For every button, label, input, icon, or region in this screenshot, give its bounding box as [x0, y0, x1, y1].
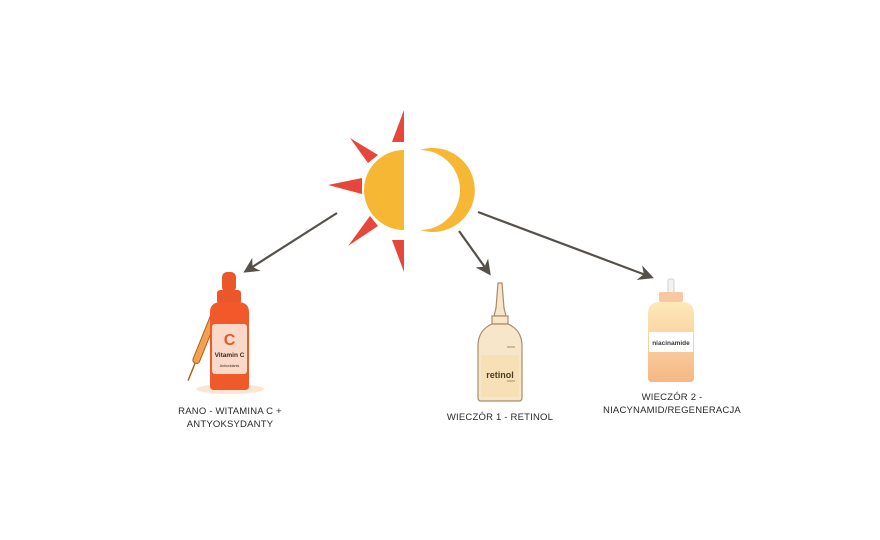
niacinamide-bottle-label: niacinamide [652, 340, 690, 347]
sun-half-icon [328, 110, 404, 272]
arrow-to-niacinamide [477, 210, 654, 280]
retinol-bottle-label: retinol [486, 370, 514, 380]
arrow-to-vitamin-c [243, 212, 338, 273]
vitamin-c-bottle-letter: C [224, 332, 236, 349]
arrow-to-retinol [458, 230, 491, 276]
moon-half-icon [420, 148, 475, 232]
caption-niacinamide-line-2: NIACYNAMID/REGENERACJA [603, 405, 741, 416]
vitamin-c-serum-bottle-icon: C Vitamin C Antioxidants [187, 272, 264, 394]
niacinamide-bottle-icon: niacinamide [648, 278, 694, 382]
caption-vitamin-c-line-1: RANO - WITAMINA C + [178, 406, 282, 417]
caption-niacinamide: WIECZÓR 2 - NIACYNAMID/REGENERACJA [592, 391, 752, 417]
caption-vitamin-c-line-2: ANTYOKSYDANTY [186, 419, 274, 430]
sun-moon-icon [328, 110, 475, 272]
vitamin-c-bottle-label: Vitamin C [215, 352, 245, 359]
caption-niacinamide-line-1: WIECZÓR 2 - [641, 392, 703, 403]
retinol-bottle-icon: retinol [477, 282, 523, 402]
caption-retinol-line-1: WIECZÓR 1 - RETINOL [446, 412, 554, 423]
caption-retinol: WIECZÓR 1 - RETINOL [420, 411, 580, 424]
caption-vitamin-c: RANO - WITAMINA C + ANTYOKSYDANTY [150, 405, 310, 431]
vitamin-c-bottle-sublabel: Antioxidants [220, 364, 240, 368]
